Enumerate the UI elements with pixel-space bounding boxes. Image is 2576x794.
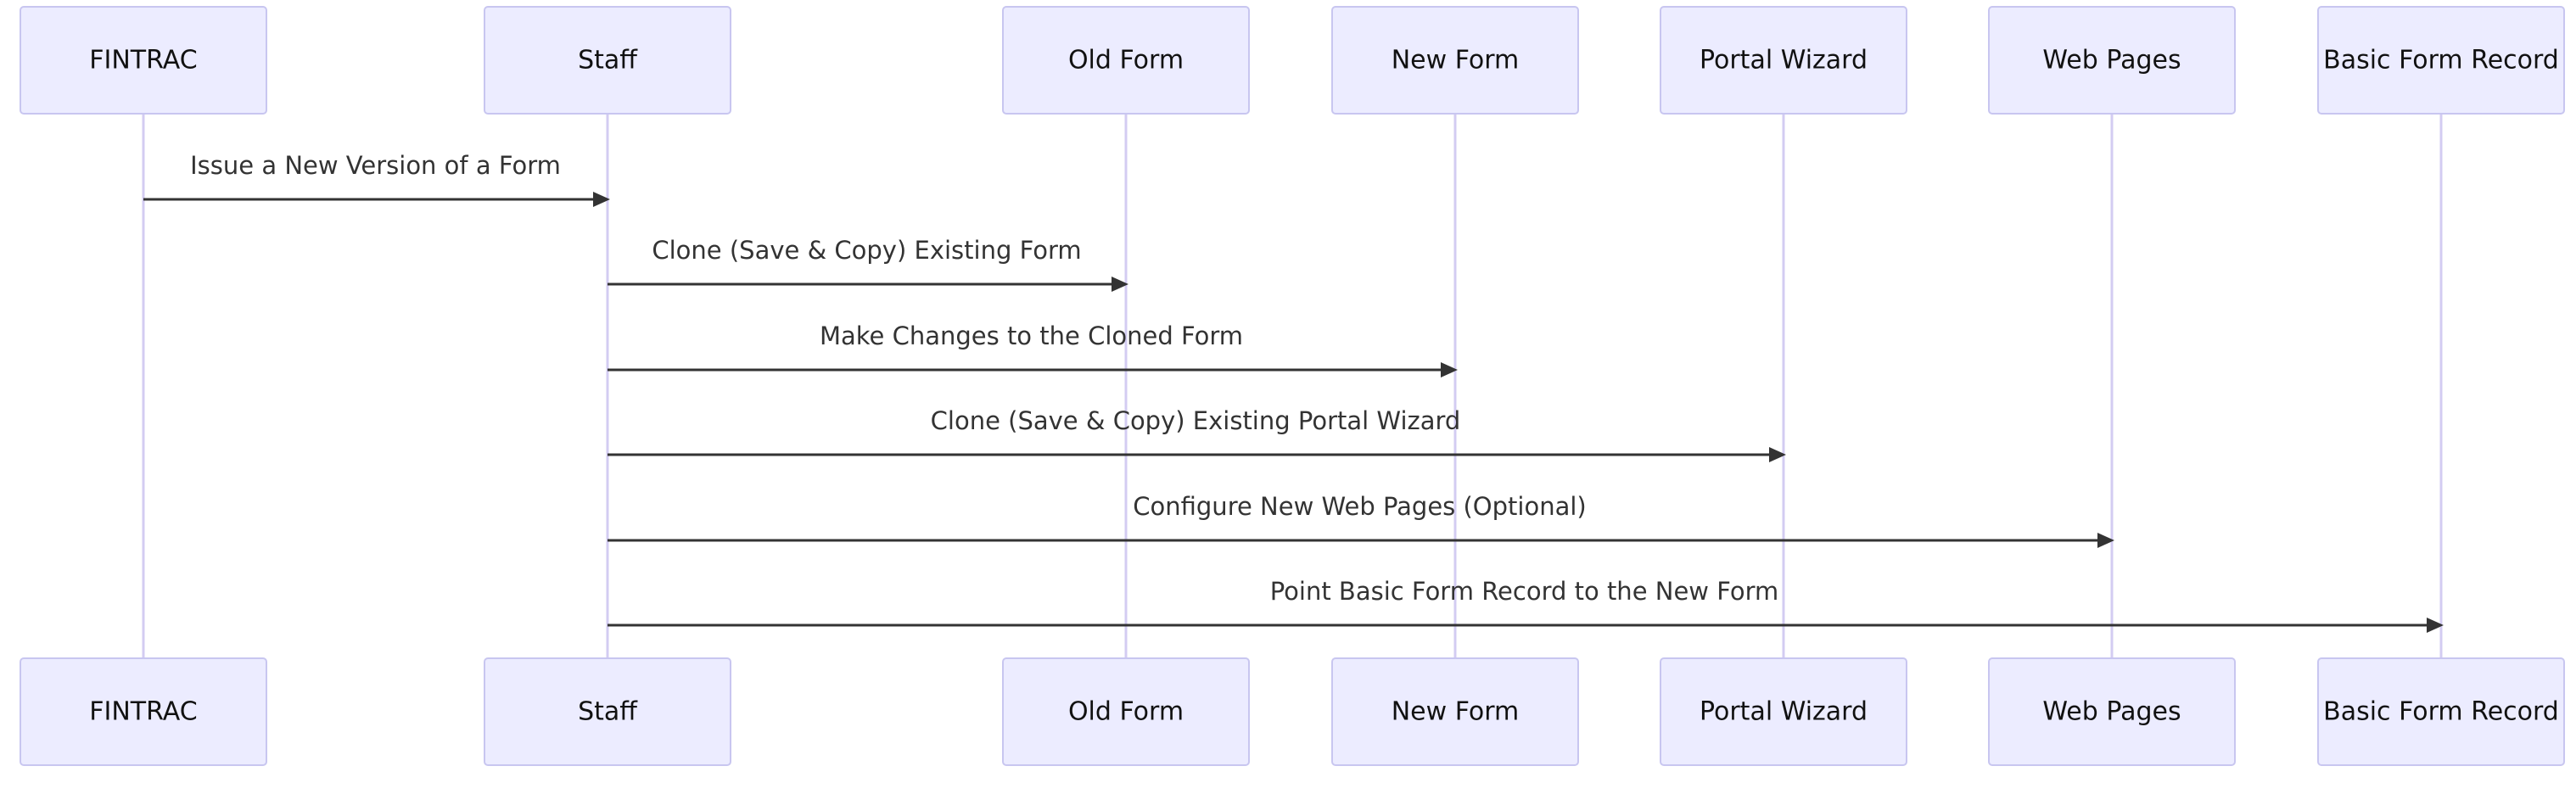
participant-label: Staff: [578, 46, 638, 75]
participant-web-pages-top: Web Pages: [1988, 6, 2236, 115]
participant-label: Portal Wizard: [1700, 46, 1868, 75]
participant-box: [484, 657, 731, 766]
participant-box: [2317, 657, 2565, 766]
arrowhead-icon: [1112, 277, 1128, 292]
message-label: Point Basic Form Record to the New Form: [1270, 577, 1779, 606]
actors-top: FINTRAC Staff Old Form New Form Portal Wizar…: [20, 6, 2565, 115]
participant-label: Basic Form Record: [2323, 46, 2559, 75]
participant-portal-wizard-bottom: Portal Wizard: [1660, 657, 1907, 766]
participant-box: [1002, 6, 1250, 115]
message-6: Point Basic Form Record to the New Form: [608, 577, 2444, 633]
message-5: Configure New Web Pages (Optional): [608, 492, 2114, 548]
actors-bottom: FINTRAC Staff Old Form New Form Portal Wizar…: [20, 657, 2565, 766]
participant-box: [1331, 6, 1579, 115]
participant-label: FINTRAC: [89, 697, 197, 727]
participant-box: [1660, 6, 1907, 115]
participant-box: [1660, 657, 1907, 766]
participant-new-form-bottom: New Form: [1331, 657, 1579, 766]
arrowhead-icon: [1441, 362, 1458, 377]
participant-old-form-top: Old Form: [1002, 6, 1250, 115]
message-4: Clone (Save & Copy) Existing Portal Wiza…: [608, 406, 1786, 462]
participant-staff-bottom: Staff: [484, 657, 731, 766]
participant-basic-form-record-top: Basic Form Record: [2317, 6, 2565, 115]
participant-label: Old Form: [1068, 697, 1184, 727]
message-1: Issue a New Version of a Form: [143, 151, 610, 207]
participant-label: New Form: [1392, 697, 1520, 727]
message-3: Make Changes to the Cloned Form: [608, 322, 1458, 377]
message-label: Clone (Save & Copy) Existing Form: [652, 236, 1081, 265]
participant-staff-top: Staff: [484, 6, 731, 115]
participant-box: [484, 6, 731, 115]
participant-box: [1988, 6, 2236, 115]
message-2: Clone (Save & Copy) Existing Form: [608, 236, 1128, 292]
participant-label: Web Pages: [2042, 46, 2181, 75]
participant-box: [20, 6, 267, 115]
participant-box: [1002, 657, 1250, 766]
participant-label: Staff: [578, 697, 638, 727]
participant-label: New Form: [1392, 46, 1520, 75]
participant-portal-wizard-top: Portal Wizard: [1660, 6, 1907, 115]
message-label: Issue a New Version of a Form: [190, 151, 561, 180]
message-label: Configure New Web Pages (Optional): [1133, 492, 1586, 521]
lifelines: [142, 114, 2443, 658]
arrowhead-icon: [2427, 618, 2444, 633]
message-label: Make Changes to the Cloned Form: [820, 322, 1243, 350]
participant-fintrac-top: FINTRAC: [20, 6, 267, 115]
participant-fintrac-bottom: FINTRAC: [20, 657, 267, 766]
arrowhead-icon: [593, 192, 610, 207]
participant-box: [1331, 657, 1579, 766]
arrowhead-icon: [1769, 447, 1786, 462]
participant-label: Basic Form Record: [2323, 697, 2559, 727]
arrowhead-icon: [2097, 533, 2114, 548]
participant-new-form-top: New Form: [1331, 6, 1579, 115]
message-label: Clone (Save & Copy) Existing Portal Wiza…: [931, 406, 1461, 435]
participant-old-form-bottom: Old Form: [1002, 657, 1250, 766]
participant-box: [1988, 657, 2236, 766]
participant-box: [20, 657, 267, 766]
participant-label: Web Pages: [2042, 697, 2181, 727]
participant-label: Old Form: [1068, 46, 1184, 75]
participant-label: FINTRAC: [89, 46, 197, 75]
participant-basic-form-record-bottom: Basic Form Record: [2317, 657, 2565, 766]
participant-label: Portal Wizard: [1700, 697, 1868, 727]
participant-web-pages-bottom: Web Pages: [1988, 657, 2236, 766]
participant-box: [2317, 6, 2565, 115]
